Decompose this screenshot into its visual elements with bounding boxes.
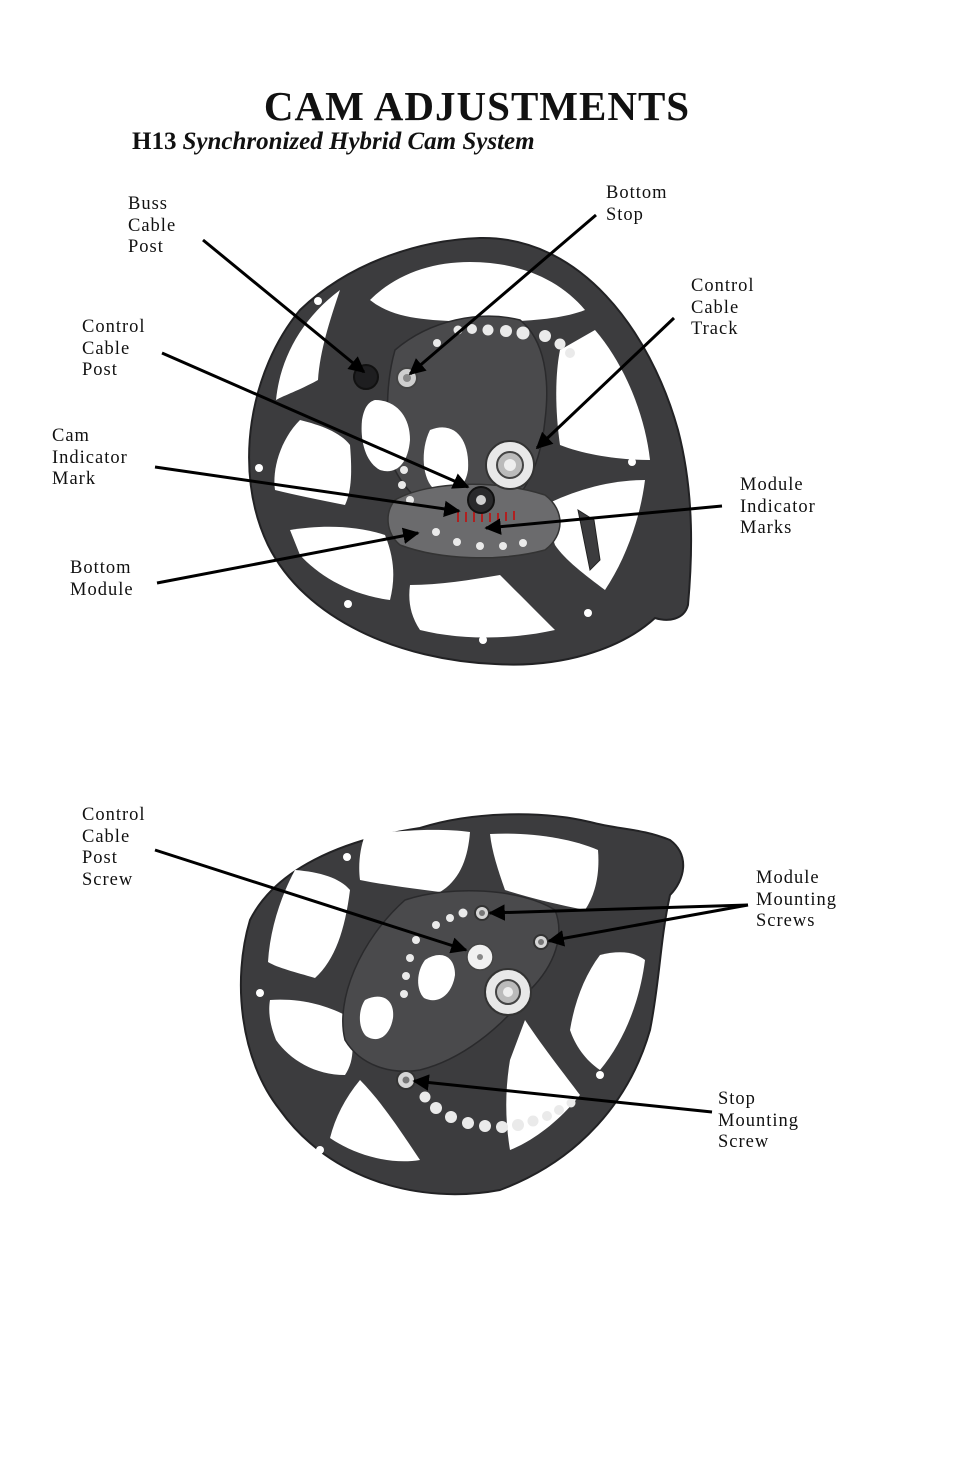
- bottom-axle-hub: [484, 968, 532, 1016]
- leader-buss-cable-post: [202, 238, 366, 374]
- top-cam-inner-opening: [361, 400, 410, 472]
- bottom-cam-opening: [359, 829, 470, 892]
- label-control-cable-post-screw: Control Cable Post Screw: [82, 805, 146, 890]
- top-cam-tab: [577, 508, 601, 572]
- leader-bottom-module: [156, 527, 420, 585]
- top-cam-opening: [556, 330, 650, 460]
- bottom-cam-opening: [268, 870, 350, 978]
- bottom-track-holes: [400, 908, 576, 1133]
- leader-module-mounting-screw-2: [547, 903, 749, 947]
- bottom-cam-opening: [506, 1020, 580, 1150]
- leader-bottom-stop: [408, 213, 597, 376]
- label-control-cable-track: Control Cable Track: [691, 276, 755, 339]
- top-cam-opening: [276, 290, 340, 400]
- leader-module-indicator-marks: [484, 504, 723, 535]
- label-module-mounting-screws: Module Mounting Screws: [756, 868, 837, 931]
- top-cam-opening: [290, 526, 394, 600]
- label-module-indicator-marks: Module Indicator Marks: [740, 475, 816, 538]
- top-cam: [248, 236, 693, 666]
- module-mounting-screw-1: [474, 905, 490, 921]
- bottom-cam-opening: [330, 1080, 420, 1162]
- bottom-cam-inner-opening: [418, 955, 455, 1001]
- bottom-cam-opening: [269, 999, 353, 1075]
- page-title: CAM ADJUSTMENTS: [263, 83, 691, 129]
- label-bottom-module: Bottom Module: [70, 558, 134, 600]
- label-control-cable-post: Control Cable Post: [82, 317, 146, 380]
- bottom-cam-inner-opening: [359, 996, 394, 1040]
- bottom-cam-opening: [570, 952, 645, 1070]
- leader-stop-mounting-screw: [412, 1074, 713, 1114]
- leader-control-cable-post: [161, 351, 470, 489]
- cam-system-name: Synchronized Hybrid Cam System: [182, 128, 535, 155]
- top-cam-opening: [409, 575, 555, 638]
- control-cable-post-screw: [466, 943, 494, 971]
- bottom-leaders: [154, 848, 749, 1114]
- control-cable-post: [467, 486, 495, 514]
- bottom-cam: [239, 813, 685, 1204]
- top-perimeter-holes: [255, 297, 636, 644]
- top-cam-opening: [370, 262, 585, 322]
- module-mounting-screw-2: [533, 934, 549, 950]
- stop-mounting-screw: [396, 1070, 416, 1090]
- label-bottom-stop: Bottom Stop: [606, 183, 668, 225]
- label-cam-indicator-mark: Cam Indicator Mark: [52, 426, 128, 489]
- leader-cam-indicator-mark: [154, 465, 461, 518]
- label-buss-cable-post: Buss Cable Post: [128, 194, 177, 257]
- control-cable-track-hub: [485, 440, 535, 490]
- bottom-cam-opening: [490, 833, 599, 910]
- model-name: H13: [132, 128, 177, 155]
- label-stop-mounting-screw: Stop Mounting Screw: [718, 1089, 799, 1152]
- leader-module-mounting-screw-1: [488, 903, 749, 921]
- bottom-perimeter-holes: [256, 853, 634, 1204]
- top-track-holes: [398, 324, 575, 550]
- top-cam-opening: [274, 420, 352, 505]
- leader-control-cable-track: [535, 316, 676, 450]
- leader-control-cable-post-screw: [154, 848, 468, 954]
- top-leaders: [154, 213, 723, 585]
